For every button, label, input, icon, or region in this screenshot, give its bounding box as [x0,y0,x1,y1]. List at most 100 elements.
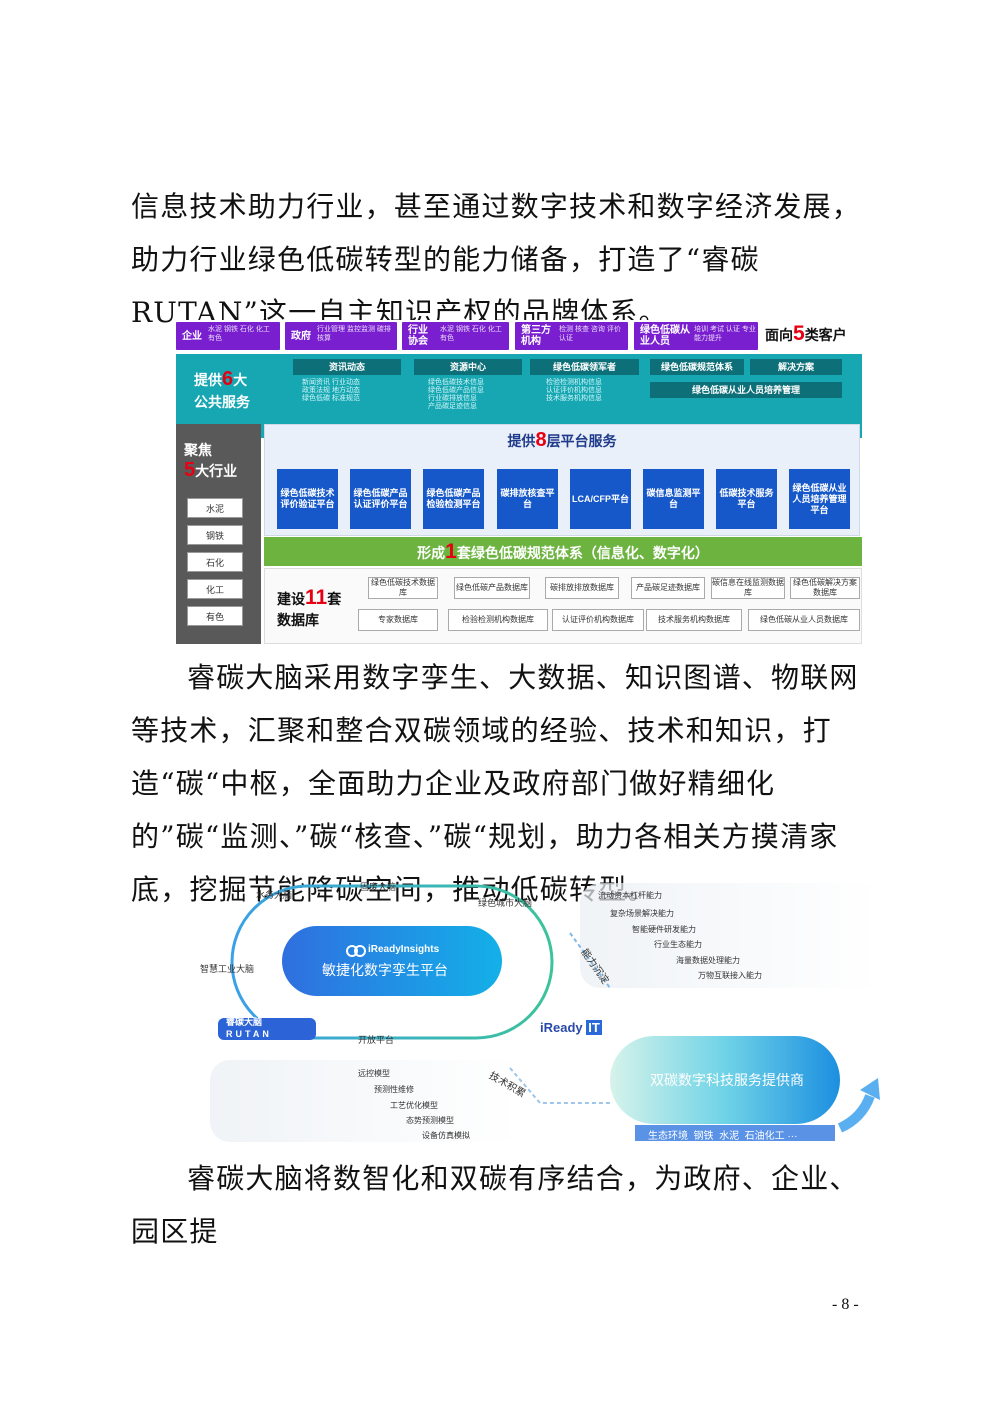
database-box: 绿色低碳产品数据库 [454,577,530,599]
db-title-num: 11 [305,586,328,609]
iready-insights-logo: iReadyInsights [368,944,440,955]
customer-label: 政府 [291,331,311,342]
platform-title: 提供8层平台服务 [265,429,859,452]
database-box: 检验检测机构数据库 [448,609,548,631]
platform-box: 低碳技术服务平台 [716,469,777,529]
service-detail: 政策法规 地方动态 [302,387,360,394]
industries-title: 聚焦 5大行业 [184,440,237,481]
figure2-graphics [210,883,880,1142]
platform-panel: 提供8层平台服务 绿色低碳技术评价验证平台 绿色低碳产品认证评价平台 绿色低碳产… [264,424,860,536]
customers-title: 面向5类客户 [765,322,847,346]
service-detail: 绿色低碳技术信息 [428,379,484,386]
database-box: 碳排放排放数据库 [545,577,619,599]
industries-panel: 聚焦 5大行业 水泥 钢铁 石化 化工 有色 [176,424,261,644]
customer-box: 企业 水泥 钢铁 石化 化工 有色 [176,322,280,350]
center-platform [282,926,502,996]
service-detail: 产品碳足迹信息 [428,403,477,410]
db-title-post: 套 [327,591,342,607]
customer-row: 企业 水泥 钢铁 石化 化工 有色 政府 行业管理 监控监测 碳排核算 行业协会… [176,320,862,352]
service-detail: 绿色低碳产品信息 [428,387,484,394]
customers-title-pre: 面向 [765,327,793,343]
iready-it-logo: iReady IT [540,1020,602,1035]
norm-post: 套绿色低碳规范体系（信息化、数字化） [456,545,709,561]
ring-label-left: 智慧工业大脑 [200,964,255,974]
tech-item: 设备仿真模拟 [422,1131,470,1140]
customer-sub: 检测 核查 咨询 评价 认证 [559,326,621,342]
norm-system-band: 形成1套绿色低碳规范体系（信息化、数字化） [264,537,862,566]
database-title: 建设11套 数据库 [277,587,341,631]
industry-title-post: 大行业 [195,463,238,479]
public-title-num: 6 [222,368,234,390]
customer-label: 行业协会 [408,325,428,347]
customer-label: 企业 [182,331,202,342]
tech-item: 态势预测模型 [406,1116,454,1125]
customer-box: 行业协会 水泥 钢铁 石化 化工 有色 [402,322,509,350]
paragraph-2: 睿碳大脑采用数字孪生、大数据、知识图谱、物联网等技术，汇聚和整合双碳领域的经验、… [131,651,864,916]
rutan-logo-box [218,1018,316,1040]
customer-sub: 水泥 钢铁 石化 化工 有色 [440,326,502,342]
tech-item: 工艺优化模型 [390,1101,438,1110]
provider-pill [610,1036,840,1124]
ring [230,884,554,1040]
customer-sub: 培训 考试 认证 专业能力提升 [694,326,756,342]
public-title-pre: 提供 [194,372,222,388]
platform-box: LCA/CFP平台 [570,469,631,529]
service-detail: 技术服务机构信息 [546,395,602,402]
customer-label: 第三方机构 [521,325,551,347]
industry-item: 水泥 [187,498,243,518]
ability-item: 复杂场景解决能力 [610,909,674,918]
rutan-logo-cn: 睿碳大脑 [226,1017,263,1027]
ability-item: 智能硬件研发能力 [632,925,696,934]
tech-item: 远控模型 [358,1069,390,1078]
ability-item: 流动资本杠杆能力 [598,891,662,900]
rutan-brain-figure: 固废大脑 水务大脑 绿色城市大脑 智慧工业大脑 开放平台 iReadyInsig… [190,878,890,1143]
customer-sub: 行业管理 监控监测 碳排核算 [317,326,391,342]
db-title-pre: 建设 [277,591,305,607]
sector-bar [635,1125,835,1141]
database-box: 技术服务机构数据库 [646,609,742,631]
customers-title-num: 5 [793,322,805,345]
service-detail: 行业碳排放信息 [428,395,477,402]
ring-label-top-left: 水务大脑 [256,890,293,900]
service-chip: 绿色低碳规范体系 [650,359,744,375]
service-detail: 绿色低碳 标准规范 [302,395,360,402]
database-box: 认证评价机构数据库 [552,609,644,631]
database-box: 绿色低碳解决方案数据库 [790,577,860,599]
paragraph-1: 信息技术助力行业，甚至通过数字技术和数字经济发展，助力行业绿色低碳转型的能力储备… [131,190,862,329]
industry-item: 石化 [187,552,243,572]
paragraph-3-text: 睿碳大脑将数智化和双碳有序结合，为政府、企业、园区提 [131,1162,859,1248]
sector-list: 生态环境 钢铁 水泥 石油化工 ··· [648,1131,798,1142]
db-title-line2: 数据库 [277,612,319,628]
ability-item: 行业生态能力 [654,940,702,949]
platform-box: 绿色低碳产品认证评价平台 [350,469,411,529]
platform-title-num: 8 [535,429,547,451]
database-box: 绿色低碳从业人员数据库 [748,609,860,631]
paragraph-3: 睿碳大脑将数智化和双碳有序结合，为政府、企业、园区提 [131,1152,864,1258]
platform-box: 绿色低碳产品检验检测平台 [423,469,484,529]
ring-label-top-right: 绿色城市大脑 [478,898,533,908]
customer-sub: 水泥 钢铁 石化 化工 有色 [208,326,270,342]
paragraph-2-text: 睿碳大脑采用数字孪生、大数据、知识图谱、物联网等技术，汇聚和整合双碳领域的经验、… [131,661,859,906]
customer-box: 绿色低碳从业人员 培训 考试 认证 专业能力提升 [634,322,758,350]
service-detail: 检验检测机构信息 [546,379,602,386]
database-panel: 建设11套 数据库 绿色低碳技术数据库 绿色低碳产品数据库 碳排放排放数据库 产… [264,568,862,644]
database-box: 碳信息在线监测数据库 [711,577,785,599]
iready-text: iReady [540,1020,583,1035]
page-number: - 8 - [832,1296,859,1313]
platform-title-post: 层平台服务 [546,433,617,449]
tech-band [210,1060,520,1142]
platform-box: 绿色低碳技术评价验证平台 [277,469,338,529]
industry-title-num: 5 [184,459,196,481]
public-title-post: 大 [233,372,248,388]
rutan-logo-en: RUTAN [226,1029,272,1039]
service-details: 检验检测机构信息 认证评价机构信息 技术服务机构信息 [546,379,602,403]
database-box: 绿色低碳技术数据库 [368,577,438,599]
public-title-line2: 公共服务 [194,394,250,410]
norm-pre: 形成 [417,545,446,561]
industry-item: 钢铁 [187,525,243,545]
service-chip: 绿色低碳领军者 [530,359,639,375]
public-services-title: 提供6大 公共服务 [194,368,250,413]
ring-label-bottom: 开放平台 [358,1035,395,1045]
rutan-logo: 睿碳大脑 RUTAN [226,1016,272,1040]
ability-item: 海量数据处理能力 [676,956,740,965]
